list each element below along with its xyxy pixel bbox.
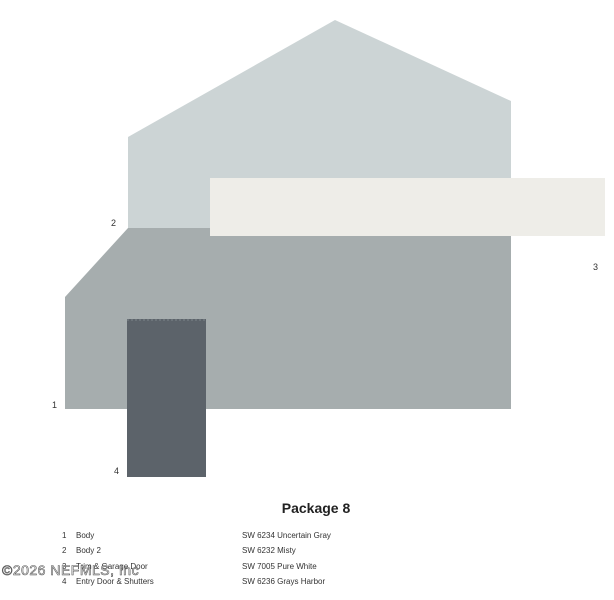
legend-color-name: SW 6232 Misty [242,546,296,555]
callout-trim: 3 [593,262,599,272]
legend-number: 1 [62,531,67,540]
body-2-gable [128,20,511,230]
copyright-watermark: ©2026 NEFMLS, Inc [2,562,140,578]
legend-color-name: SW 7005 Pure White [242,562,317,571]
legend-row: 2 Body 2 SW 6232 Misty [0,545,614,557]
legend-row: 3 Trim & Garage Door SW 7005 Pure White [0,561,614,573]
legend-number: 4 [62,577,67,586]
legend-color-name: SW 6234 Uncertain Gray [242,531,331,540]
callout-body-2: 2 [111,218,117,228]
legend-row: 1 Body SW 6234 Uncertain Gray [0,530,614,542]
entry-door [127,319,206,477]
legend-row: 4 Entry Door & Shutters SW 6236 Grays Ha… [0,576,614,588]
legend-part: Body [76,531,95,540]
legend-number: 2 [62,546,67,555]
legend-part: Body 2 [76,546,101,555]
callout-body: 1 [52,400,58,410]
callout-entry-door: 4 [114,466,120,476]
trim-band [210,178,605,236]
legend-part: Trim & Garage Door [76,562,148,571]
legend-part: Entry Door & Shutters [76,577,154,586]
package-title: Package 8 [281,500,351,516]
legend-number: 3 [62,562,67,571]
legend-color-name: SW 6236 Grays Harbor [242,577,326,586]
